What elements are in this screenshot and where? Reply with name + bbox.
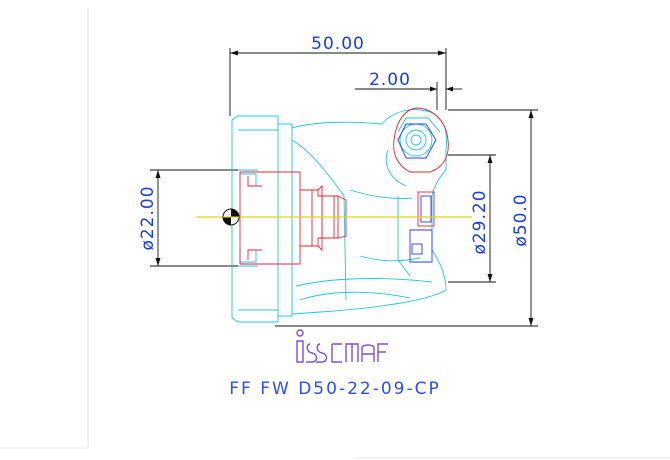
insert-detail bbox=[393, 107, 449, 263]
part-number: FF FW D50-22-09-CP bbox=[229, 379, 440, 399]
brand-logo bbox=[296, 329, 388, 363]
bore-diameter-label: ø22.00 bbox=[138, 185, 158, 250]
dimension-inner-diameter: ø29.20 bbox=[448, 154, 496, 283]
dimension-offset: 2.00 bbox=[355, 70, 462, 110]
dimension-bore-diameter: ø22.00 bbox=[138, 169, 240, 267]
cutter-body bbox=[231, 109, 447, 323]
outer-diameter-label: ø50.0 bbox=[511, 193, 531, 246]
center-mark-icon bbox=[222, 208, 240, 226]
dimension-overall-length: 50.00 bbox=[229, 34, 447, 116]
offset-label: 2.00 bbox=[369, 70, 411, 90]
dimension-outer-diameter: ø50.0 bbox=[275, 109, 538, 327]
overall-length-label: 50.00 bbox=[311, 34, 365, 54]
inner-diameter-label: ø29.20 bbox=[470, 189, 490, 254]
bore-section bbox=[239, 171, 347, 265]
